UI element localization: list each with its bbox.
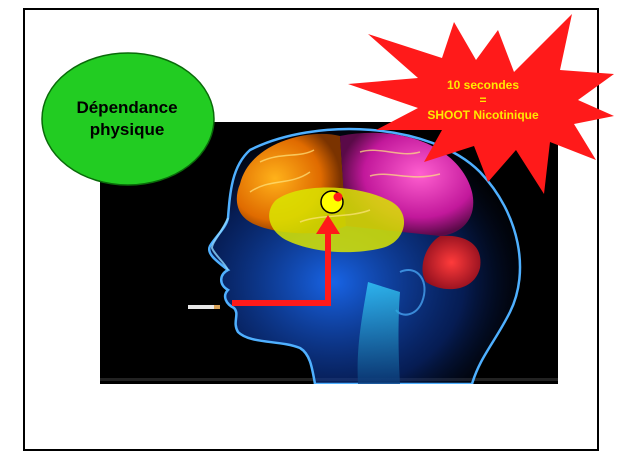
bubble-line-2: physique <box>90 119 165 141</box>
cigarette <box>188 305 214 309</box>
burst-line-3: SHOOT Nicotinique <box>427 108 538 123</box>
burst-line-2: = <box>479 93 486 108</box>
bubble-line-1: Dépendance <box>76 97 177 119</box>
bubble-label: Dépendance physique <box>42 54 212 184</box>
burst-label: 10 secondes = SHOOT Nicotinique <box>396 60 570 140</box>
burst-line-1: 10 secondes <box>447 78 519 93</box>
